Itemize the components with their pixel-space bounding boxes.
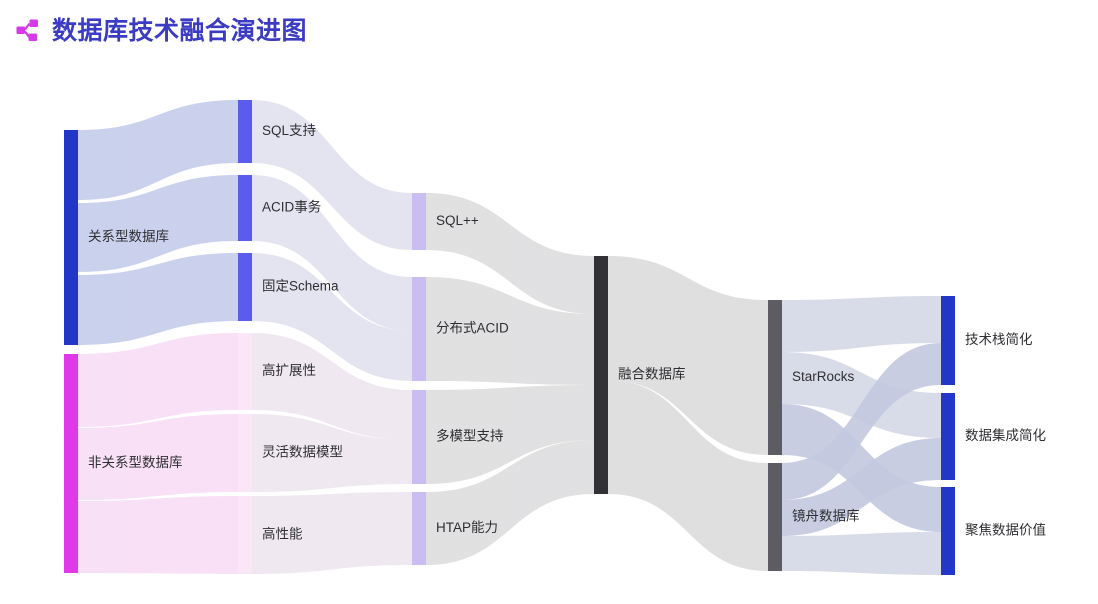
sankey-node-label: 融合数据库 — [618, 367, 686, 382]
sankey-link[interactable] — [426, 193, 594, 314]
sankey-node[interactable] — [238, 100, 252, 163]
share-nodes-icon — [16, 19, 38, 41]
sankey-link[interactable] — [78, 414, 238, 500]
sankey-node-label: ACID事务 — [262, 200, 321, 215]
sankey-node-label: 技术栈简化 — [965, 331, 1033, 347]
sankey-links-layer — [78, 100, 941, 575]
page-title: 数据库技术融合演进图 — [52, 16, 308, 45]
sankey-node[interactable] — [238, 253, 252, 321]
sankey-node[interactable] — [412, 390, 426, 484]
sankey-node-label: 灵活数据模型 — [262, 445, 343, 460]
sankey-link[interactable] — [426, 385, 594, 484]
sankey-node[interactable] — [412, 277, 426, 381]
sankey-node-label: 数据集成简化 — [965, 427, 1046, 443]
sankey-link[interactable] — [78, 253, 238, 345]
sankey-link[interactable] — [78, 175, 238, 272]
sankey-node[interactable] — [64, 130, 78, 345]
sankey-link[interactable] — [608, 256, 768, 455]
sankey-node-label: SQL++ — [436, 213, 479, 228]
sankey-link[interactable] — [608, 380, 768, 571]
sankey-nodes-layer — [64, 100, 955, 575]
sankey-node-label: 聚焦数据价值 — [965, 523, 1046, 538]
sankey-node-label: 镜舟数据库 — [792, 509, 860, 524]
sankey-link[interactable] — [252, 253, 412, 381]
sankey-link[interactable] — [782, 296, 941, 352]
sankey-node[interactable] — [238, 175, 252, 241]
sankey-link[interactable] — [78, 100, 238, 200]
sankey-link[interactable] — [782, 343, 941, 500]
sankey-link[interactable] — [78, 496, 238, 574]
sankey-node[interactable] — [412, 492, 426, 565]
sankey-node-label: StarRocks — [792, 369, 855, 384]
page-header: 数据库技术融合演进图 — [0, 0, 307, 62]
sankey-node-label: 非关系型数据库 — [88, 455, 183, 470]
sankey-node[interactable] — [941, 393, 955, 480]
sankey-node[interactable] — [941, 487, 955, 575]
sankey-link[interactable] — [426, 277, 594, 385]
sankey-link[interactable] — [782, 352, 941, 438]
sankey-link[interactable] — [252, 175, 412, 331]
sankey-link[interactable] — [782, 438, 941, 536]
sankey-node[interactable] — [238, 496, 252, 574]
sankey-node-label: 高扩展性 — [262, 362, 316, 378]
sankey-link[interactable] — [782, 532, 941, 575]
sankey-link[interactable] — [252, 333, 412, 440]
sankey-node[interactable] — [64, 354, 78, 573]
sankey-node-label: HTAP能力 — [436, 520, 498, 535]
sankey-node[interactable] — [594, 256, 608, 494]
sankey-node-label: 固定Schema — [262, 279, 339, 294]
sankey-link[interactable] — [252, 492, 412, 574]
sankey-link[interactable] — [78, 333, 238, 427]
sankey-link[interactable] — [782, 404, 941, 532]
sankey-node-label: 多模型支持 — [436, 428, 504, 444]
sankey-node[interactable] — [238, 414, 252, 492]
sankey-node-label: 关系型数据库 — [88, 229, 169, 244]
sankey-link[interactable] — [252, 100, 412, 250]
sankey-node[interactable] — [412, 193, 426, 250]
sankey-node-label: 高性能 — [262, 526, 303, 542]
sankey-link[interactable] — [252, 414, 412, 492]
sankey-link[interactable] — [426, 440, 594, 565]
sankey-node[interactable] — [238, 333, 252, 410]
sankey-node-label: 分布式ACID — [436, 321, 509, 336]
sankey-chart: 关系型数据库非关系型数据库 SQL支持 ACID事务固定Schema 高扩展性灵活数据… — [0, 62, 1098, 604]
sankey-node-label: SQL支持 — [262, 123, 316, 138]
sankey-node[interactable] — [941, 296, 955, 385]
sankey-node[interactable] — [768, 300, 782, 455]
sankey-node[interactable] — [768, 463, 782, 571]
